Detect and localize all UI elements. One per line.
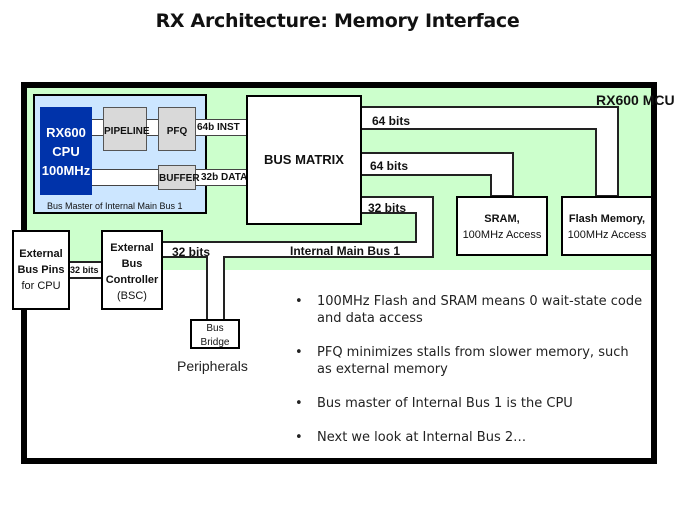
cpu-block: RX600 CPU 100MHz [40, 107, 92, 195]
bus-bridge: Bus Bridge [190, 319, 240, 349]
bullet-dot: • [295, 430, 303, 445]
bullet-item: • PFQ minimizes stalls from slower memory… [295, 344, 645, 378]
bsc-line3: Controller [105, 274, 159, 286]
bus-controller: External Bus Controller (BSC) [101, 230, 163, 310]
bus-bridge-line2: Bridge [200, 337, 230, 348]
flash-bus-label: 64 bits [372, 114, 411, 128]
bullet-item: • 100MHz Flash and SRAM means 0 wait-stat… [295, 293, 645, 327]
bullet-text: PFQ minimizes stalls from slower memory,… [317, 345, 629, 377]
bullet-text: 100MHz Flash and SRAM means 0 wait-state… [317, 294, 643, 326]
pfq-block: PFQ [158, 107, 196, 151]
cpu-label: CPU [52, 144, 80, 159]
bullet-item: • Bus master of Internal Bus 1 is the CPU [295, 395, 645, 412]
main-bus-width-label: 32 bits [368, 201, 407, 215]
sram-speed: 100MHz Access [462, 229, 542, 241]
internal-main-bus-label: Internal Main Bus 1 [290, 244, 401, 258]
cpu-speed: 100MHz [41, 163, 91, 178]
ext-pins-line3: for CPU [21, 280, 61, 292]
bullet-list: • 100MHz Flash and SRAM means 0 wait-stat… [295, 293, 645, 463]
bus-bridge-line1: Bus [206, 323, 224, 334]
bullet-item: • Next we look at Internal Bus 2… [295, 429, 645, 446]
bullet-text: Bus master of Internal Bus 1 is the CPU [317, 396, 573, 411]
bullet-dot: • [295, 294, 303, 309]
page-title: RX Architecture: Memory Interface [155, 10, 520, 32]
ext-pins-bus-label: 32 bits [70, 265, 99, 275]
peripherals-label: Peripherals [177, 358, 248, 374]
bullet-dot: • [295, 345, 303, 360]
sram-title: SRAM, [484, 213, 520, 225]
flash-title: Flash Memory, [568, 213, 646, 225]
bsc-line4: (BSC) [117, 290, 147, 302]
bsc-line1: External [110, 242, 154, 254]
sram-block: SRAM, 100MHz Access [456, 196, 548, 256]
flash-block: Flash Memory, 100MHz Access [561, 196, 653, 256]
mcu-label: RX600 MCU [596, 92, 675, 108]
pipeline-block: PIPELINE [103, 107, 150, 151]
ext-pins-line2: Bus Pins [17, 264, 65, 276]
sram-bus-label: 64 bits [370, 159, 409, 173]
bullet-dot: • [295, 396, 303, 411]
bus-matrix: BUS MATRIX [246, 95, 362, 225]
external-bus-pins: External Bus Pins for CPU [12, 230, 70, 310]
cpu-name: RX600 [46, 125, 86, 140]
bsc-line2: Bus [121, 258, 143, 270]
ext-pins-line1: External [19, 248, 63, 260]
bsc-bus-label: 32 bits [172, 245, 211, 259]
bus-master-caption: Bus Master of Internal Main Bus 1 [47, 201, 183, 211]
flash-speed: 100MHz Access [567, 229, 647, 241]
inst-bus-label: 64b INST [197, 122, 240, 133]
bullet-text: Next we look at Internal Bus 2… [317, 430, 527, 445]
buffer-block: BUFFER [158, 165, 200, 190]
data-bus-label: 32b DATA [201, 172, 248, 183]
